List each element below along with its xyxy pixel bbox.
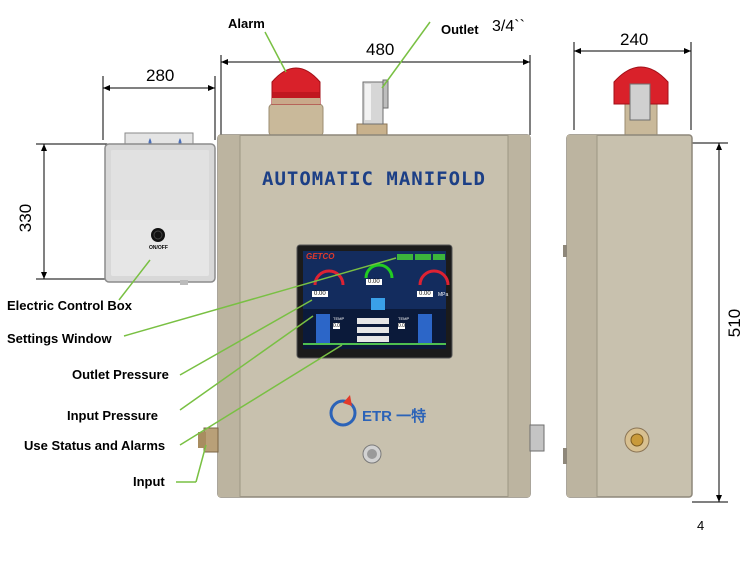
screen-brand: GETCO (306, 252, 335, 261)
outlet-pressure-label: Outlet Pressure (72, 367, 169, 382)
screen-right-value: 0.00 (417, 291, 433, 297)
company-logo-text: ETR 一特 (362, 408, 427, 425)
alarm-label: Alarm (228, 16, 265, 31)
input-pressure-label: Input Pressure (67, 408, 159, 423)
dimension-lines (36, 42, 728, 503)
dimension-box-height: 330 (16, 203, 36, 233)
screen-units: MPa (438, 292, 449, 298)
dimension-side-width: 240 (620, 30, 649, 49)
page-number: 4 (697, 518, 705, 533)
use-status-alarms-label: Use Status and Alarms (24, 438, 166, 453)
dimension-front-width: 480 (366, 40, 395, 59)
outlet-label: Outlet (441, 22, 479, 37)
input-label: Input (133, 474, 165, 489)
screen-temp-left-value: 0.0 (333, 323, 340, 329)
screen-temp-left-label: TEMP (333, 316, 345, 321)
panel-title: AUTOMATIC MANIFOLD (262, 168, 486, 190)
dimension-side-height: 510 (725, 308, 745, 338)
leader-lines (118, 21, 431, 483)
switch-label: ON/OFF (149, 245, 168, 251)
electric-control-box (104, 132, 216, 285)
dimension-arrows (41, 48, 722, 502)
settings-window-label: Settings Window (7, 331, 112, 346)
screen-center-value: 0.00 (366, 279, 382, 285)
dimension-box-width: 280 (146, 66, 175, 85)
screen-temp-right-value: 0.0 (398, 323, 405, 329)
screen-left-value: 0.00 (312, 291, 328, 297)
outlet-size-label: 3/4`` (492, 18, 525, 35)
side-view-cabinet (563, 66, 693, 498)
screen-temp-right-label: TEMP (398, 316, 410, 321)
electric-control-box-label: Electric Control Box (7, 298, 132, 313)
